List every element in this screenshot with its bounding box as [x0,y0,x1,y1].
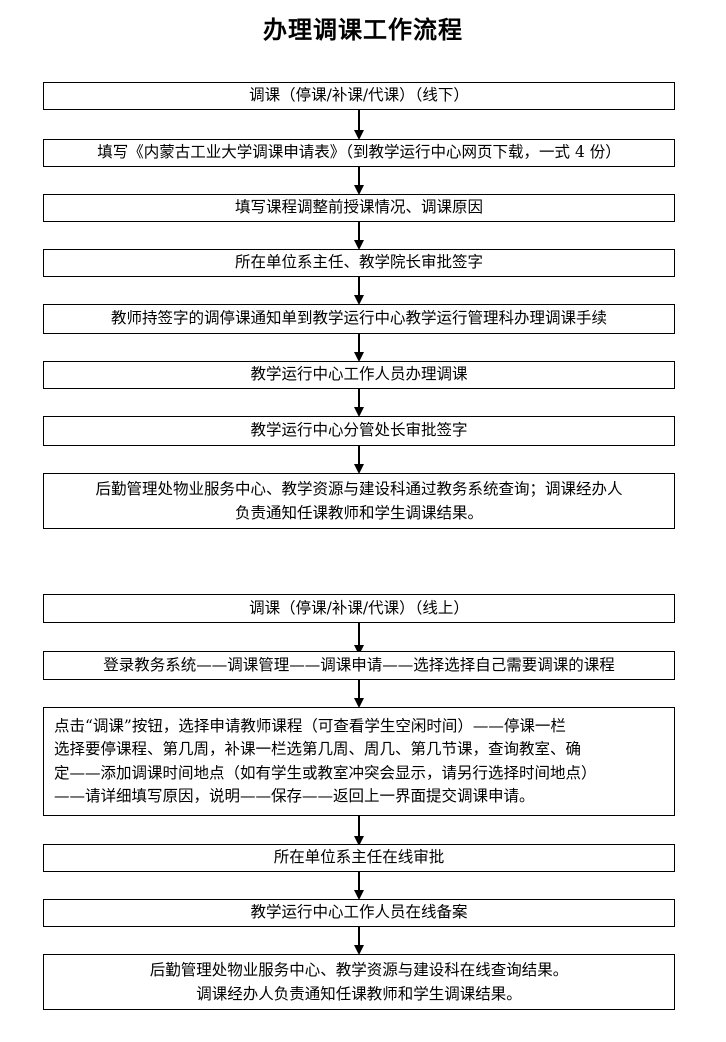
offline-step-1: 调课（停课/补课/代课）（线下） [43,82,675,110]
online-final-line-1: 后勤管理处物业服务中心、教学资源与建设科在线查询结果。 [149,960,569,979]
online-step-3-line-2: 选择要停课程、第几周，补课一栏选第几周、周几、第几节课，查询教室、确 [54,740,582,759]
online-step-3-line-4: ——请详细填写原因，说明——保存——返回上一界面提交调课申请。 [54,786,535,805]
offline-final-line-1: 后勤管理处物业服务中心、教学资源与建设科通过教务系统查询；调课经办人 [95,479,623,498]
online-step-3-line-1: 点击“调课”按钮，选择申请教师课程（可查看学生空闲时间）——停课一栏 [54,717,566,735]
offline-step-2-label: 填写《内蒙古工业大学调课申请表》（到教学运行中心网页下载，一式 4 份） [97,143,621,162]
offline-step-3: 填写课程调整前授课情况、调课原因 [43,194,675,222]
offline-step-5: 教师持签字的调停课通知单到教学运行中心教学运行管理科办理调课手续 [43,304,675,334]
online-step-2: 登录教务系统——调课管理——调课申请——选择选择自己需要调课的课程 [43,651,675,680]
online-step-4: 所在单位系主任在线审批 [43,844,675,872]
online-final-line-2: 调课经办人负责通知任课教师和学生调课结果。 [196,985,522,1003]
online-step-1-label: 调课（停课/补课/代课）（线上） [249,598,469,617]
offline-step-7-label: 教学运行中心分管处长审批签字 [250,421,468,440]
offline-step-6: 教学运行中心工作人员办理调课 [43,361,675,389]
offline-step-1-label: 调课（停课/补课/代课）（线下） [249,86,469,105]
online-step-1: 调课（停课/补课/代课）（线上） [43,594,675,623]
page-title: 办理调课工作流程 [263,15,463,44]
online-step-5: 教学运行中心工作人员在线备案 [43,899,675,927]
offline-step-final: 后勤管理处物业服务中心、教学资源与建设科通过教务系统查询；调课经办人 负责通知任… [43,473,675,529]
online-step-2-label: 登录教务系统——调课管理——调课申请——选择选择自己需要调课的课程 [103,655,615,674]
offline-step-5-label: 教师持签字的调停课通知单到教学运行中心教学运行管理科办理调课手续 [110,309,607,328]
online-step-3: 点击“调课”按钮，选择申请教师课程（可查看学生空闲时间）——停课一栏 选择要停课… [43,707,675,816]
offline-step-7: 教学运行中心分管处长审批签字 [43,416,675,446]
offline-step-4-label: 所在单位系主任、教学院长审批签字 [234,253,483,272]
online-step-4-label: 所在单位系主任在线审批 [273,848,445,867]
offline-step-3-label: 填写课程调整前授课情况、调课原因 [234,198,483,217]
online-step-3-line-3: 定——添加调课时间地点（如有学生或教室冲突会显示，请另行选择时间地点） [54,763,597,782]
offline-step-2: 填写《内蒙古工业大学调课申请表》（到教学运行中心网页下载，一式 4 份） [43,139,675,167]
offline-step-6-label: 教学运行中心工作人员办理调课 [250,365,468,384]
online-step-final: 后勤管理处物业服务中心、教学资源与建设科在线查询结果。 调课经办人负责通知任课教… [43,954,675,1010]
online-step-5-label: 教学运行中心工作人员在线备案 [250,903,468,922]
offline-step-4: 所在单位系主任、教学院长审批签字 [43,249,675,277]
offline-final-line-2: 负责通知任课教师和学生调课结果。 [234,504,483,522]
